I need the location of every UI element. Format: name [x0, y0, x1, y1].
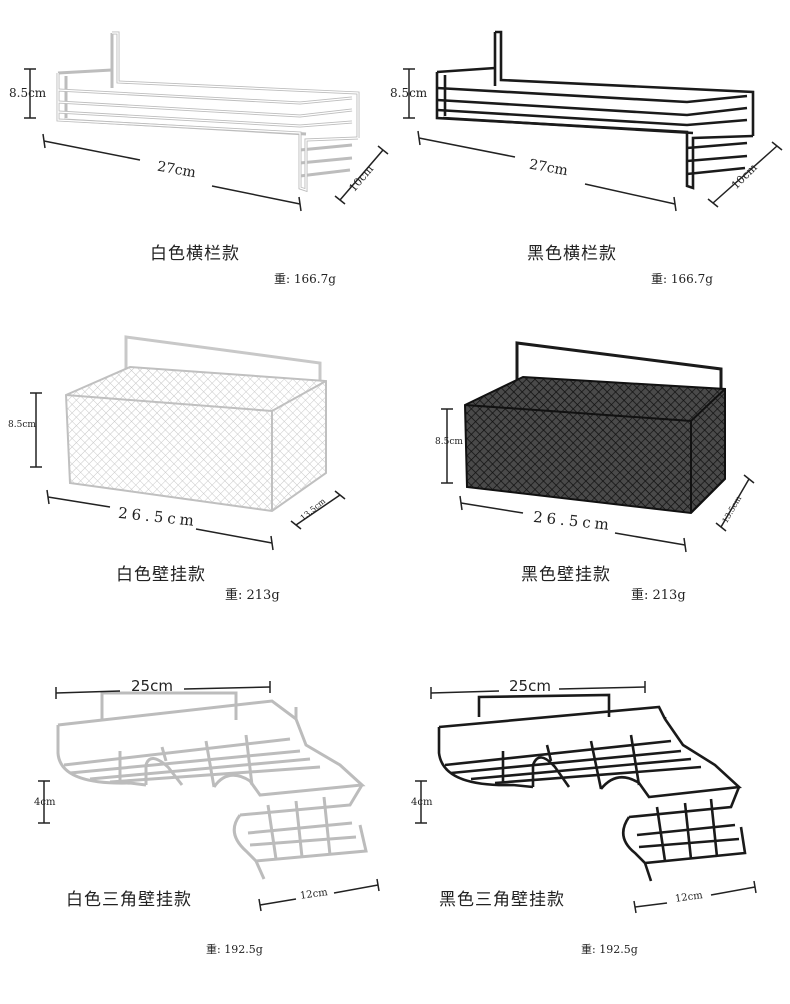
length-label: 25cm [131, 677, 173, 695]
height-label: 8.5cm [8, 420, 36, 430]
height-label: 8.5cm [9, 86, 47, 100]
corner-rack-icon [415, 681, 757, 914]
wire-rack-bar-icon [403, 30, 783, 212]
product-white-bar-rack: 8.5cm 27cm 10cm 白色横栏款 重: 166.7g [0, 0, 395, 300]
product-name: 黑色三角壁挂款 [439, 890, 565, 910]
product-weight: 重: 213g [631, 588, 686, 603]
product-white-corner-rack: 25cm 4cm 12cm 白色三角壁挂款 重: 192.5g [0, 655, 395, 1004]
product-black-corner-rack: 25cm 4cm 12cm 黑色三角壁挂款 重: 192.5g [395, 655, 790, 1004]
wire-rack-bar-icon [24, 31, 389, 212]
product-name: 黑色横栏款 [527, 244, 617, 264]
height-label: 4cm [34, 797, 56, 808]
product-name: 黑色壁挂款 [521, 565, 611, 585]
corner-rack-icon [38, 681, 380, 912]
mesh-basket-icon [441, 341, 755, 553]
product-weight: 重: 213g [225, 588, 280, 603]
product-weight: 重: 166.7g [274, 272, 336, 286]
product-weight: 重: 192.5g [581, 943, 638, 956]
product-weight: 重: 166.7g [651, 272, 713, 286]
height-label: 8.5cm [435, 437, 463, 447]
mesh-basket-icon [30, 335, 346, 551]
product-black-mesh-basket: 8.5cm 26.5cm 13.5cm 黑色壁挂款 重: 213g [395, 315, 790, 615]
product-white-mesh-basket: 8.5cm 26.5cm 13.5cm 白色壁挂款 重: 213g [0, 315, 395, 615]
product-black-bar-rack: 8.5cm 27cm 10cm 黑色横栏款 重: 166.7g [390, 0, 790, 300]
product-name: 白色横栏款 [150, 244, 240, 264]
length-label: 25cm [509, 677, 551, 695]
product-weight: 重: 192.5g [206, 943, 263, 956]
height-label: 4cm [411, 797, 433, 808]
product-name: 白色三角壁挂款 [66, 890, 192, 910]
product-name: 白色壁挂款 [116, 565, 206, 585]
height-label: 8.5cm [390, 86, 428, 100]
